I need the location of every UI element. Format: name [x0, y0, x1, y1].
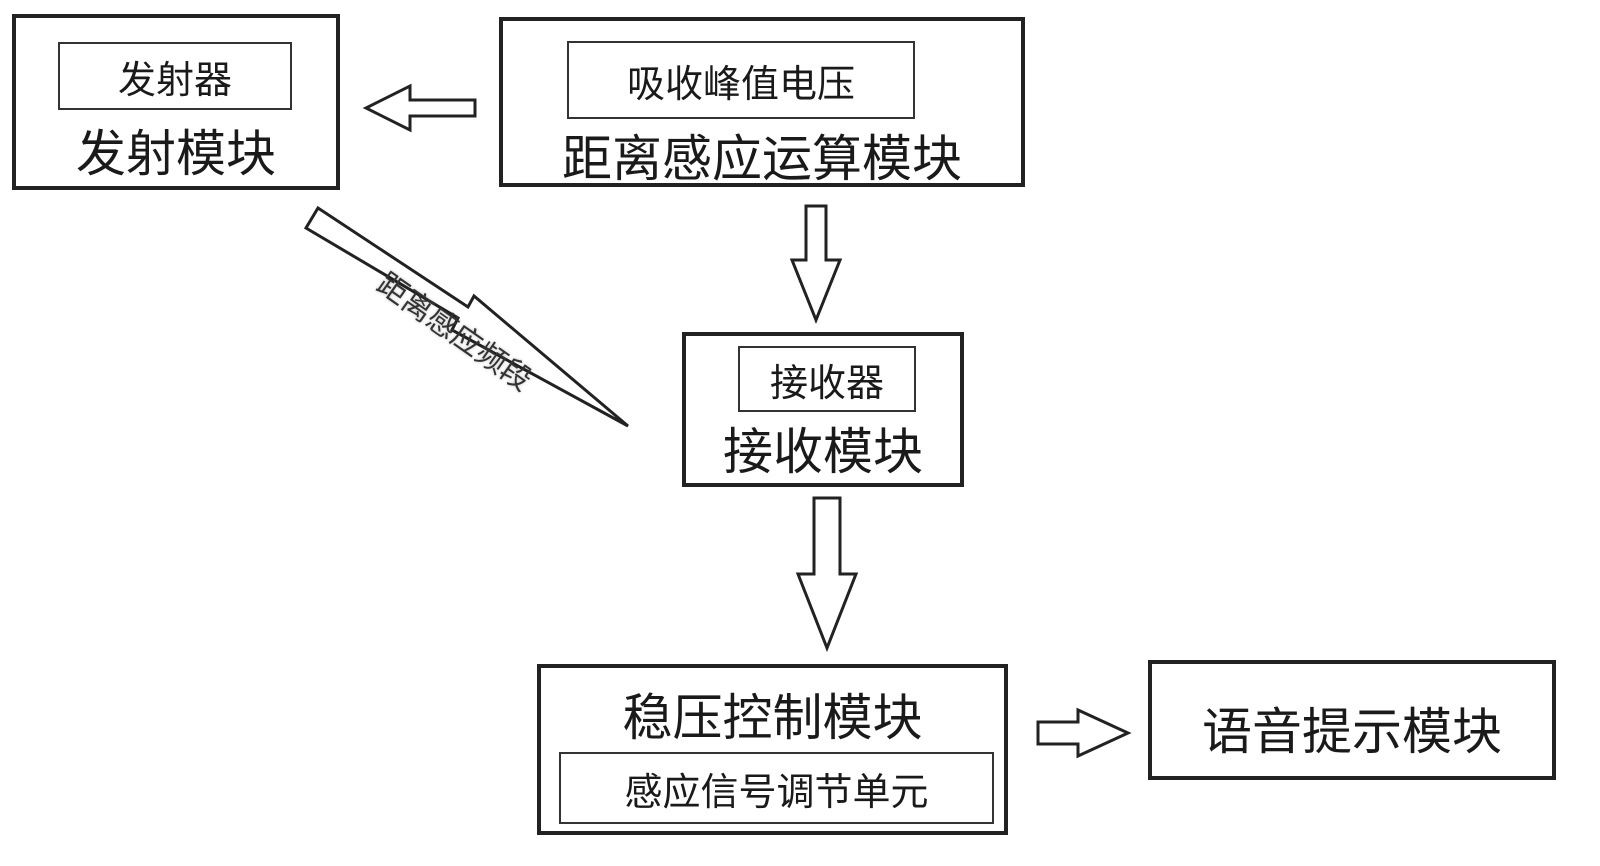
- transmit-module-box: 发射器 发射模块: [12, 14, 340, 190]
- regulator-module-title: 稳压控制模块: [622, 689, 923, 747]
- regulator-module-box: 稳压控制模块 感应信号调节单元: [537, 664, 1008, 835]
- receive-module-title: 接收模块: [723, 423, 923, 481]
- transmit-module-title: 发射模块: [76, 125, 276, 183]
- transmitter-tag: 发射器: [58, 42, 292, 110]
- signal-adjust-unit-tag: 感应信号调节单元: [559, 752, 994, 824]
- receive-module-box: 接收器 接收模块: [682, 332, 964, 487]
- distance-module-title: 距离感应运算模块: [562, 130, 962, 188]
- peak-voltage-tag: 吸收峰值电压: [567, 41, 915, 119]
- arrow-transmit-to-receive: [303, 205, 629, 428]
- receiver-tag: 接收器: [738, 346, 916, 412]
- voice-module-box: 语音提示模块: [1148, 660, 1556, 780]
- arrow-receive-to-regulator: [795, 496, 859, 653]
- voice-module-title: 语音提示模块: [1202, 703, 1502, 761]
- arrow-distance-to-receive: [789, 204, 843, 325]
- distance-module-box: 吸收峰值电压 距离感应运算模块: [499, 17, 1025, 188]
- arrow-regulator-to-voice: [1036, 707, 1132, 759]
- arrow-distance-to-transmit: [362, 83, 477, 133]
